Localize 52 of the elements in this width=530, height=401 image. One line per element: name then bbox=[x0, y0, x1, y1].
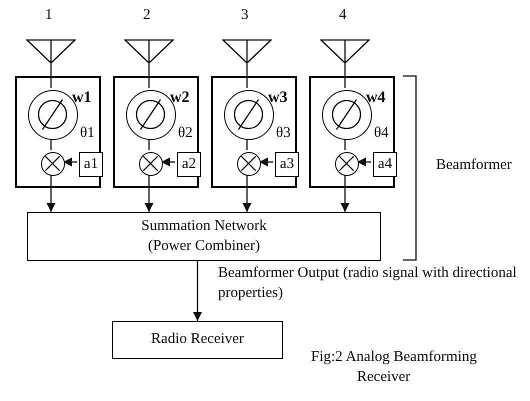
antenna-icon bbox=[26, 38, 76, 63]
element-number: 4 bbox=[339, 6, 346, 24]
multiplier-circle bbox=[237, 152, 261, 176]
antenna-icon bbox=[222, 38, 272, 63]
gain-label: a2 bbox=[180, 154, 198, 174]
group-label: Beamformer bbox=[436, 156, 513, 175]
edge-label: Beamformer Output (radio signal with directional properties) bbox=[218, 264, 518, 303]
arrow bbox=[192, 261, 202, 321]
multiplier-circle bbox=[139, 152, 163, 176]
multiplier-circle bbox=[335, 152, 359, 176]
figure-caption: Fig:2 Analog Beamforming Receiver bbox=[311, 348, 478, 388]
phase-label: θ3 bbox=[276, 124, 291, 142]
channel-box bbox=[15, 76, 101, 188]
weight-label: w3 bbox=[268, 88, 288, 108]
element-number: 1 bbox=[45, 6, 52, 24]
arrow bbox=[161, 157, 175, 167]
multiplier-circle bbox=[41, 152, 65, 176]
gain-box bbox=[79, 152, 103, 177]
arrow bbox=[242, 174, 252, 212]
element-number: 3 bbox=[241, 6, 248, 24]
arrow bbox=[357, 157, 371, 167]
phase-label: θ1 bbox=[80, 124, 95, 142]
box-label: Radio Receiver bbox=[150, 330, 245, 350]
gain-box bbox=[177, 152, 201, 177]
connector-line bbox=[344, 63, 346, 88]
weight-label: w4 bbox=[366, 88, 386, 108]
phase-label: θ4 bbox=[374, 124, 389, 142]
channel-box bbox=[211, 76, 297, 188]
arrow bbox=[46, 174, 56, 212]
gain-label: a3 bbox=[278, 154, 296, 174]
gain-box bbox=[275, 152, 299, 177]
phase-label: θ2 bbox=[178, 124, 193, 142]
gain-label: a1 bbox=[82, 154, 100, 174]
element-number: 2 bbox=[143, 6, 150, 24]
weight-label: w2 bbox=[170, 88, 190, 108]
arrow bbox=[144, 174, 154, 212]
box-label: Summation Network (Power Combiner) bbox=[140, 217, 268, 256]
arrow bbox=[63, 157, 77, 167]
connector-line bbox=[148, 63, 150, 88]
gain-box bbox=[373, 152, 397, 177]
process-box bbox=[112, 321, 283, 359]
connector-line bbox=[246, 63, 248, 88]
antenna-icon bbox=[320, 38, 370, 63]
arrow bbox=[340, 174, 350, 212]
connector-line bbox=[50, 63, 52, 88]
weight-label: w1 bbox=[72, 88, 92, 108]
channel-box bbox=[309, 76, 395, 188]
process-box bbox=[27, 212, 381, 261]
channel-box bbox=[113, 76, 199, 188]
antenna-icon bbox=[124, 38, 174, 63]
arrow bbox=[259, 157, 273, 167]
gain-label: a4 bbox=[376, 154, 394, 174]
